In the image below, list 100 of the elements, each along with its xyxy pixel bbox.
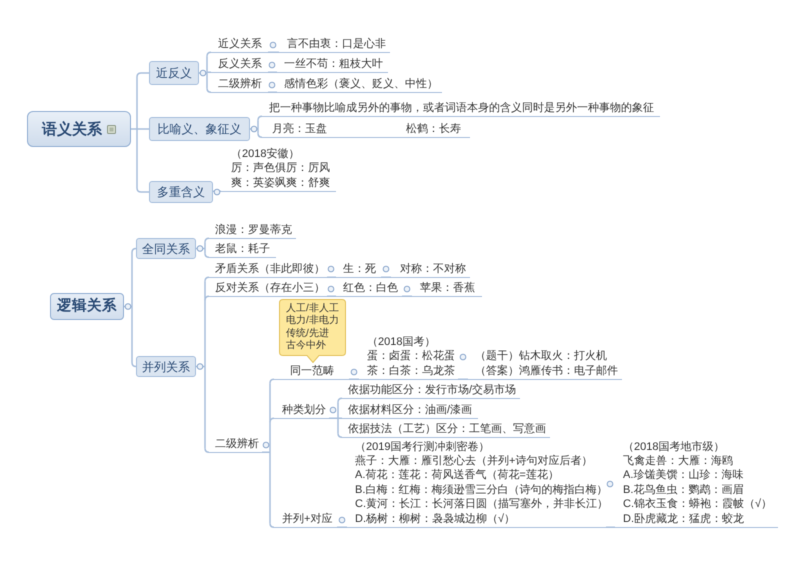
- connector-line: [137, 128, 149, 130]
- underlined-topic: [277, 56, 388, 73]
- topic-text: 并列+对应: [282, 512, 334, 526]
- topic-label: 逻辑关系: [57, 299, 117, 314]
- topic-text: （2018安徽）: [231, 146, 300, 162]
- topic-text: B.花鸟鱼虫：鹦鹉：画眉: [623, 482, 744, 498]
- topic-box: [50, 293, 124, 320]
- topic-text: B.白梅：红梅：梅须逊雪三分白（诗句的梅指白梅）: [355, 482, 606, 498]
- topic-box: [149, 181, 213, 203]
- underlined-topic: [221, 146, 336, 192]
- connector-line: [268, 92, 277, 93]
- underlined-topic: [347, 440, 606, 528]
- topic-text: 蛋：卤蛋：松花蛋: [367, 349, 456, 364]
- topic-text: D.杨树：柳树：袅袅城边柳（√）: [355, 512, 516, 526]
- connector-line: [130, 76, 138, 189]
- topic-text: 一丝不苟：粗枝大叶: [284, 56, 384, 71]
- topic-text: 二级辨析: [215, 436, 260, 451]
- topic-text: 依据功能区分：发行市场/交易市场: [348, 382, 518, 397]
- underlined-topic: [209, 242, 276, 258]
- connector-line: [328, 402, 339, 434]
- topic-text: 月亮：玉盘: [272, 122, 327, 136]
- underlined-topic: [211, 36, 268, 53]
- connector-line: [458, 378, 468, 380]
- callout-text: 古今中外: [286, 340, 327, 353]
- connector-line: [268, 52, 279, 53]
- topic-box: [136, 238, 196, 259]
- topic-text: 二级辨析: [218, 76, 263, 91]
- connector-line: [204, 253, 210, 258]
- topic-text: （2018国考地市级）: [623, 440, 726, 454]
- topic-label: 比喻义、象征义: [158, 123, 242, 135]
- topic-text: 生：死: [343, 262, 377, 276]
- connector-line: [269, 418, 275, 422]
- connector-line: [204, 296, 210, 300]
- underlined-topic: [342, 402, 478, 419]
- underlined-topic: [209, 436, 262, 453]
- topic-text: 苹果：香蕉: [420, 280, 476, 295]
- topic-text: 反对关系（存在小三）: [215, 280, 326, 295]
- underlined-topic: [336, 262, 381, 278]
- topic-text: 言不由衷：口是心非: [287, 36, 387, 51]
- callout-bubble: [279, 299, 346, 363]
- callout-text: 传统/先进: [286, 328, 330, 340]
- connector-line: [207, 72, 211, 73]
- topic-box: [149, 61, 199, 85]
- topic-text: （2018国考）: [367, 334, 436, 350]
- topic-text: 浪漫：罗曼蒂克: [215, 222, 293, 237]
- connector-line: [204, 238, 210, 242]
- connector-line: [327, 276, 336, 278]
- underlined-topic: [211, 56, 268, 73]
- callout-text: 电力/非电力: [286, 315, 340, 328]
- connector-line: [337, 398, 343, 402]
- underlined-topic: [279, 36, 390, 53]
- topic-text: 矛盾关系（非此即彼）: [215, 262, 326, 276]
- topic-text: 厉：声色俱厉：厉风: [231, 161, 331, 176]
- topic-text: 把一种事物比喻成另外的事物，或者词语本身的含义同时是另外一种事物的象征: [269, 100, 655, 115]
- topic-text: 红色：白色: [343, 280, 399, 295]
- connector-line: [257, 133, 263, 138]
- topic-text: 松鹤：长寿: [406, 122, 461, 136]
- connector-line: [198, 56, 208, 89]
- topic-text: 依据材料区分：油画/漆画: [348, 402, 474, 417]
- connector-line: [249, 120, 259, 134]
- underlined-topic: [262, 122, 470, 138]
- underlined-topic: [274, 364, 349, 380]
- connector-line: [123, 252, 133, 364]
- connector-line: [337, 526, 347, 528]
- topic-text: 近义关系: [218, 36, 263, 51]
- connector-line: [338, 418, 342, 419]
- topic-label: 近反义: [156, 67, 192, 79]
- connector-line: [136, 72, 149, 78]
- topic-label: 全同关系: [142, 242, 190, 254]
- connector-line: [268, 72, 277, 73]
- topic-text: 感情色彩（褒义、贬义、中性）: [284, 76, 439, 91]
- topic-label: 多重含义: [157, 186, 205, 198]
- connector-line: [131, 248, 137, 253]
- underlined-topic: [342, 382, 520, 399]
- underlined-topic: [391, 262, 470, 278]
- topic-box: [27, 111, 131, 147]
- topic-box: [136, 356, 196, 377]
- topic-text: （答案）鸿雁传书：电子邮件: [475, 364, 619, 378]
- underlined-topic: [209, 222, 296, 239]
- topic-label: 语义关系: [42, 122, 102, 136]
- topic-text: 茶：白茶：乌龙茶: [367, 364, 456, 378]
- connector-line: [261, 382, 271, 524]
- underlined-topic: [274, 512, 337, 528]
- connector-line: [204, 276, 210, 282]
- topic-text: D.卧虎藏龙：猛虎：蛟龙: [623, 512, 745, 526]
- connector-line: [269, 378, 275, 384]
- underlined-topic: [209, 262, 327, 278]
- connector-line: [327, 296, 336, 297]
- callout-text: 人工/非人工: [286, 303, 340, 314]
- topic-text: A.荷花：莲花：荷风送香气（荷花=莲花）: [355, 468, 560, 483]
- underlined-topic: [209, 280, 327, 297]
- topic-text: （题干）钻木取火：打火机: [475, 349, 608, 364]
- topic-text: 飞禽走兽：大雁：海鸥: [623, 454, 734, 468]
- underlined-topic: [412, 280, 482, 297]
- connector-line: [204, 448, 210, 453]
- underlined-topic: [342, 422, 550, 438]
- topic-text: A.珍馐美馔：山珍：海味: [623, 468, 744, 483]
- connector-line: [206, 52, 212, 56]
- topic-text: 反义关系: [218, 56, 263, 71]
- underlined-topic: [277, 76, 442, 93]
